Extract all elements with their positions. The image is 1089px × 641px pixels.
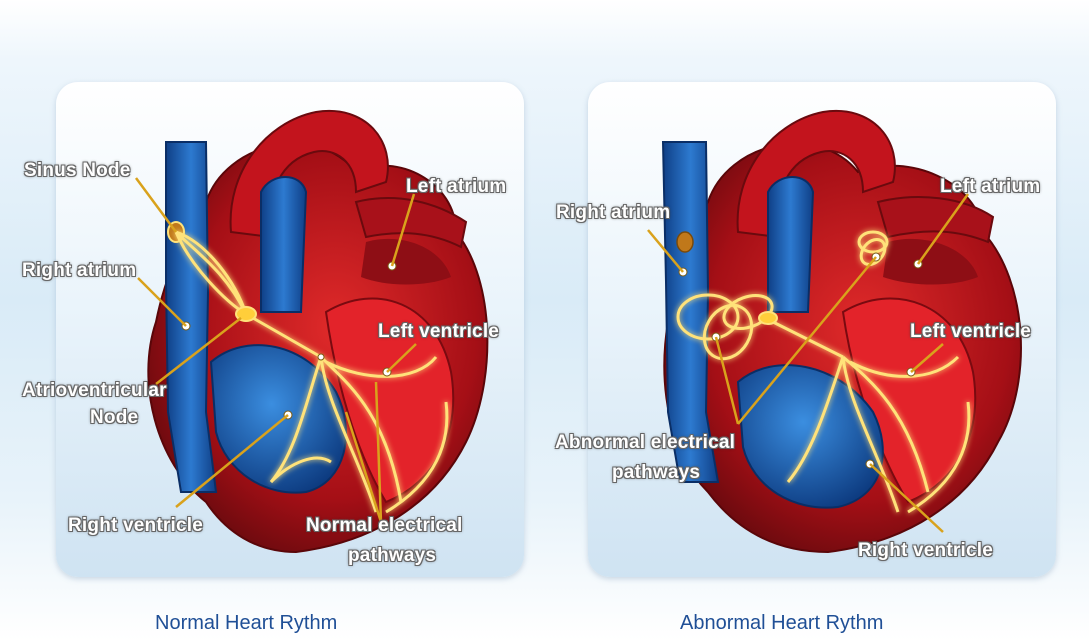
label-sinus-node: Sinus Node xyxy=(24,160,131,182)
sinus-node xyxy=(677,232,693,252)
label-right-ventricle: Right ventricle xyxy=(858,540,993,562)
av-node xyxy=(759,312,777,324)
label-right-ventricle: Right ventricle xyxy=(68,515,203,537)
label-pathways-line1: Normal electrical xyxy=(306,515,463,537)
caption-normal: Normal Heart Rythm xyxy=(155,612,337,635)
label-left-ventricle: Left ventricle xyxy=(910,321,1031,343)
label-right-atrium: Right atrium xyxy=(22,260,136,282)
pulmonary-trunk xyxy=(261,177,306,312)
label-left-ventricle: Left ventricle xyxy=(378,321,499,343)
pulmonary-trunk xyxy=(768,177,813,312)
label-av-node-line2: Node xyxy=(90,407,138,429)
label-left-atrium: Left atrium xyxy=(406,176,506,198)
label-right-atrium: Right atrium xyxy=(556,202,670,224)
label-pathways-line1: Abnormal electrical xyxy=(555,432,735,454)
label-left-atrium: Left atrium xyxy=(940,176,1040,198)
label-pathways-line2: pathways xyxy=(348,545,436,567)
label-av-node-line1: Atrioventricular xyxy=(22,380,167,402)
caption-abnormal: Abnormal Heart Rythm xyxy=(680,612,883,635)
label-pathways-line2: pathways xyxy=(612,462,700,484)
